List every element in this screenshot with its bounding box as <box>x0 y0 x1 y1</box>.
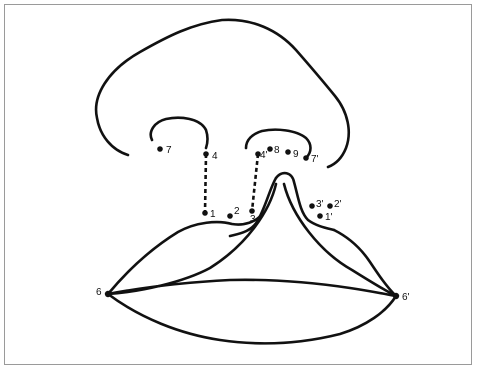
point-7 <box>157 146 163 152</box>
label-4p: 4' <box>260 150 268 161</box>
point-8 <box>267 146 273 152</box>
point-6p <box>393 293 399 299</box>
label-8: 8 <box>274 145 280 156</box>
label-6: 6 <box>96 287 102 298</box>
label-3p: 3' <box>316 199 324 210</box>
point-9 <box>285 149 291 155</box>
point-2p <box>327 203 333 209</box>
label-7: 7 <box>166 145 172 156</box>
lower-lip-outline <box>108 294 396 343</box>
dashed-line-4-1 <box>205 154 206 213</box>
left-nostril <box>151 118 208 148</box>
lip-seam <box>108 280 396 296</box>
point-3 <box>249 208 255 214</box>
point-6 <box>105 291 111 297</box>
label-6p: 6' <box>402 292 410 303</box>
point-2 <box>227 213 233 219</box>
label-3: 3 <box>250 214 256 225</box>
label-9: 9 <box>293 149 299 160</box>
point-4 <box>203 151 209 157</box>
dashed-line-4p-3 <box>252 154 258 211</box>
point-3p <box>309 203 315 209</box>
point-1 <box>202 210 208 216</box>
inner-lip-left <box>108 184 276 294</box>
point-7p <box>303 155 309 161</box>
label-1p: 1' <box>325 212 333 223</box>
label-1: 1 <box>210 209 216 220</box>
label-2: 2 <box>234 206 240 217</box>
point-1p <box>317 213 323 219</box>
label-4: 4 <box>212 151 218 162</box>
label-2p: 2' <box>334 199 342 210</box>
label-7p: 7' <box>311 154 319 165</box>
